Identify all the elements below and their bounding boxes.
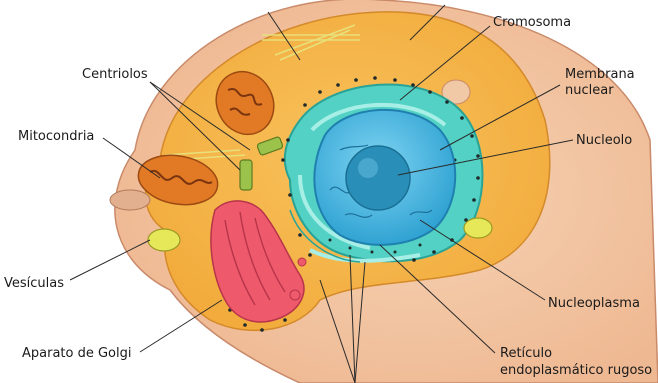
label-membrana-nuclear-2: nuclear [565, 83, 614, 98]
golgi-vesicle [290, 290, 300, 300]
label-mitocondria: Mitocondria [18, 129, 94, 144]
label-reticulo-1: Retículo [500, 346, 552, 361]
label-aparato-golgi: Aparato de Golgi [22, 346, 132, 361]
label-vesiculas: Vesículas [4, 276, 64, 291]
golgi-vesicle [298, 258, 306, 266]
nucleolus-highlight [358, 158, 378, 178]
membrane-nodule [110, 190, 150, 210]
label-cromosoma: Cromosoma [493, 15, 571, 30]
nucleolus [346, 146, 410, 210]
label-reticulo-2: endoplasmático rugoso [500, 363, 652, 378]
vesicle [464, 218, 492, 238]
label-membrana-nuclear-1: Membrana [565, 67, 635, 82]
label-nucleolo: Nucleolo [576, 133, 632, 148]
label-nucleoplasma: Nucleoplasma [548, 296, 640, 311]
vesicle [148, 229, 180, 251]
label-centriolos: Centriolos [82, 67, 148, 82]
